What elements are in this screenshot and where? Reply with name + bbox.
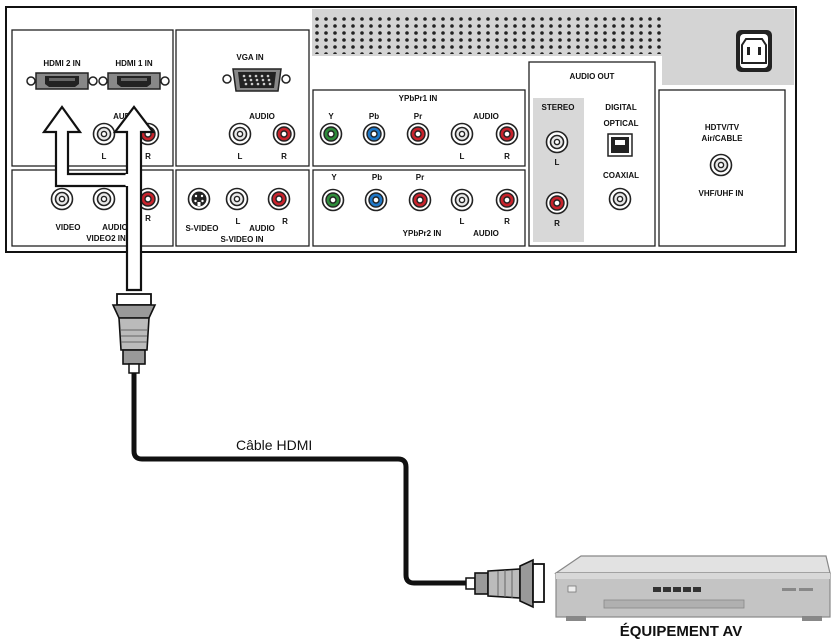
hdtv-line1: HDTV/TV bbox=[705, 123, 740, 132]
av-equipment-icon bbox=[554, 555, 831, 621]
audio-l-label: L bbox=[102, 152, 107, 161]
video2-audio-label: AUDIO bbox=[102, 223, 128, 232]
ypbpr1-pr-jack[interactable] bbox=[406, 122, 430, 146]
hdmi2-port[interactable] bbox=[26, 72, 98, 90]
svideo-label: S-VIDEO bbox=[186, 224, 219, 233]
ypbpr1-label: YPbPr1 IN bbox=[399, 94, 438, 103]
digital-label: DIGITAL bbox=[605, 103, 637, 112]
vhf-uhf-label: VHF/UHF IN bbox=[699, 189, 744, 198]
ypbpr1-audio-left-jack[interactable] bbox=[450, 122, 474, 146]
ypbpr1-audio-label: AUDIO bbox=[473, 112, 499, 121]
power-area bbox=[662, 9, 794, 85]
svideo-audio-label: AUDIO bbox=[249, 224, 275, 233]
ypbpr1-r-label: R bbox=[504, 152, 510, 161]
hdtv-line2: Air/CABLE bbox=[702, 134, 744, 143]
optical-port[interactable] bbox=[607, 133, 633, 157]
vga-port[interactable] bbox=[222, 68, 291, 92]
optical-label: OPTICAL bbox=[603, 119, 638, 128]
video-jack[interactable] bbox=[50, 187, 74, 211]
hdmi1-port[interactable] bbox=[98, 72, 170, 90]
vga-r-label: R bbox=[281, 152, 287, 161]
ypbpr1-pb-jack[interactable] bbox=[362, 122, 386, 146]
video2-r-label: R bbox=[145, 214, 151, 223]
vga-l-label: L bbox=[238, 152, 243, 161]
ypbpr2-audio-left-jack[interactable] bbox=[450, 188, 474, 212]
stereo-right-jack[interactable] bbox=[545, 191, 569, 215]
video2-in-label: VIDEO2 IN bbox=[86, 234, 126, 243]
ypbpr1-pb-label: Pb bbox=[369, 112, 379, 121]
antenna-jack[interactable] bbox=[709, 153, 733, 177]
hdmi-audio-box bbox=[11, 29, 174, 167]
stereo-left-jack[interactable] bbox=[545, 130, 569, 154]
cable-label: Câble HDMI bbox=[236, 437, 312, 453]
hdmi-connector-bottom bbox=[465, 558, 545, 609]
svideo-audio-left-jack[interactable] bbox=[225, 187, 249, 211]
ypbpr2-y-label: Y bbox=[331, 173, 337, 182]
ypbpr2-l-label: L bbox=[460, 217, 465, 226]
video2-audio-left-jack[interactable] bbox=[92, 187, 116, 211]
hdmi2-label: HDMI 2 IN bbox=[43, 59, 81, 68]
video-label: VIDEO bbox=[56, 223, 81, 232]
stereo-area bbox=[533, 98, 584, 242]
coaxial-label: COAXIAL bbox=[603, 171, 639, 180]
ypbpr1-pr-label: Pr bbox=[414, 112, 422, 121]
audio-left-jack[interactable] bbox=[92, 122, 116, 146]
power-socket-icon bbox=[736, 30, 772, 72]
ypbpr2-pr-jack[interactable] bbox=[408, 188, 432, 212]
audio-r-label: R bbox=[145, 152, 151, 161]
ypbpr2-y-jack[interactable] bbox=[321, 188, 345, 212]
vga-audio-left-jack[interactable] bbox=[228, 122, 252, 146]
stereo-label: STEREO bbox=[542, 103, 575, 112]
ypbpr1-audio-right-jack[interactable] bbox=[495, 122, 519, 146]
hdmi-cable bbox=[131, 372, 468, 586]
ypbpr2-audio-label: AUDIO bbox=[473, 229, 499, 238]
ypbpr2-r-label: R bbox=[504, 217, 510, 226]
ypbpr2-label: YPbPr2 IN bbox=[403, 229, 442, 238]
ypbpr2-pr-label: Pr bbox=[416, 173, 424, 182]
vga-audio-right-jack[interactable] bbox=[272, 122, 296, 146]
hdmi-connector-top bbox=[111, 293, 157, 374]
vga-audio-label: AUDIO bbox=[249, 112, 275, 121]
svideo-l-label: L bbox=[236, 217, 241, 226]
ypbpr2-pb-jack[interactable] bbox=[364, 188, 388, 212]
device-label: ÉQUIPEMENT AV bbox=[620, 623, 743, 640]
ypbpr1-y-jack[interactable] bbox=[319, 122, 343, 146]
ypbpr2-audio-right-jack[interactable] bbox=[495, 188, 519, 212]
ypbpr1-y-label: Y bbox=[328, 112, 334, 121]
svideo-audio-right-jack[interactable] bbox=[267, 187, 291, 211]
vga-box bbox=[175, 29, 310, 167]
ypbpr1-l-label: L bbox=[460, 152, 465, 161]
hdmi1-label: HDMI 1 IN bbox=[115, 59, 153, 68]
stereo-l-label: L bbox=[555, 158, 560, 167]
svideo-r-label: R bbox=[282, 217, 288, 226]
svideo-in-label: S-VIDEO IN bbox=[220, 235, 263, 244]
tv-back-panel: HDMI 2 IN HDMI 1 IN AUDIO L R VIDEO AUDI… bbox=[5, 6, 797, 253]
audio-out-label: AUDIO OUT bbox=[570, 72, 615, 81]
connection-arrows bbox=[41, 105, 156, 292]
coaxial-jack[interactable] bbox=[608, 187, 632, 211]
svideo-jack[interactable] bbox=[187, 187, 211, 211]
ypbpr2-pb-label: Pb bbox=[372, 173, 382, 182]
vga-label: VGA IN bbox=[236, 53, 263, 62]
stereo-r-label: R bbox=[554, 219, 560, 228]
